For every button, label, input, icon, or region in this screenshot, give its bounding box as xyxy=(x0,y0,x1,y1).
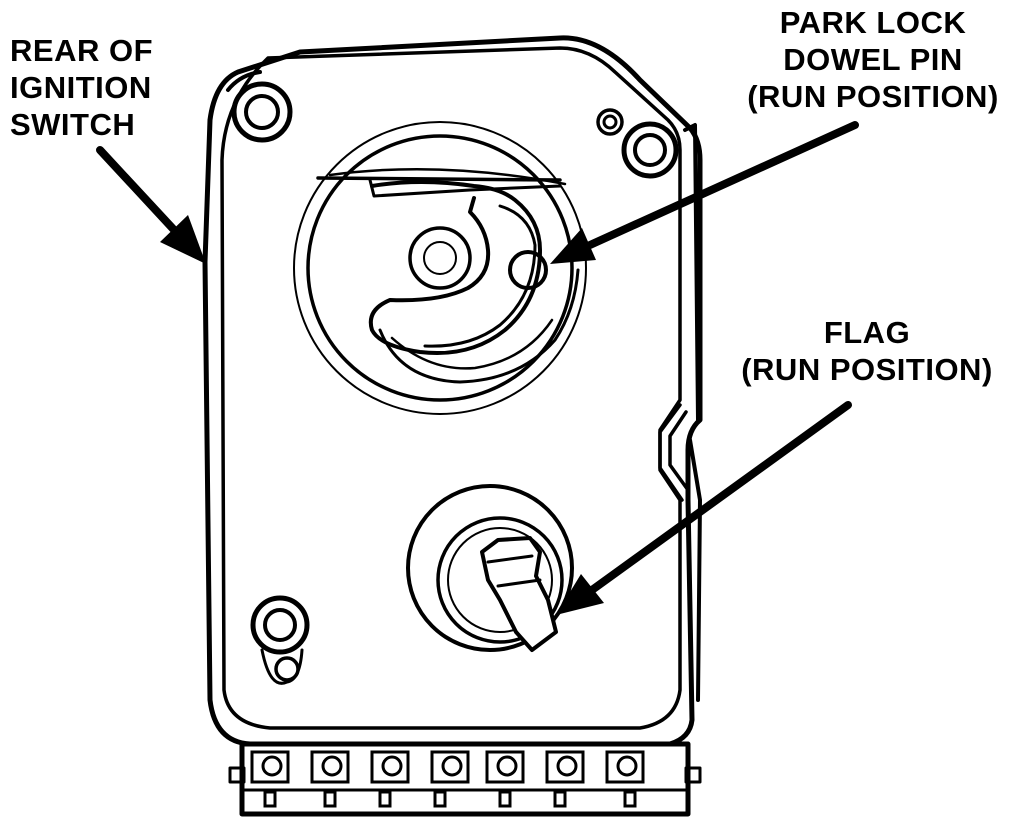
mounting-hole-bottom-left xyxy=(250,595,310,685)
terminal-cavity xyxy=(250,750,290,784)
rotor-recess xyxy=(293,121,587,415)
arrow-flag xyxy=(556,401,852,615)
flag-recess xyxy=(406,484,574,652)
terminal-cavity xyxy=(545,750,585,784)
label-flag: FLAG (RUN POSITION) xyxy=(732,314,1002,388)
arrow-rear-of-switch xyxy=(96,146,206,264)
terminal-socket xyxy=(321,755,343,777)
terminal-pin xyxy=(323,790,337,808)
terminal-socket xyxy=(261,755,283,777)
terminal-cavity xyxy=(485,750,525,784)
cam-track xyxy=(378,268,580,384)
connector-terminals xyxy=(250,750,645,808)
terminal-socket xyxy=(616,755,638,777)
housing-side-notch xyxy=(658,403,690,502)
terminal-cavity xyxy=(370,750,410,784)
cam-slot xyxy=(423,204,537,348)
wiring-connector xyxy=(228,741,702,817)
terminal-socket xyxy=(496,755,518,777)
housing-rear-ridge xyxy=(226,70,262,92)
label-park-lock-dowel-pin: PARK LOCK DOWEL PIN (RUN POSITION) xyxy=(738,4,1008,115)
label-line: (RUN POSITION) xyxy=(741,352,993,387)
mounting-hole-top-left xyxy=(231,81,293,143)
terminal-pin xyxy=(553,790,567,808)
terminal-cavity xyxy=(605,750,645,784)
label-line: IGNITION xyxy=(10,70,152,105)
rotor-hub xyxy=(408,226,472,290)
park-lock-dowel-pin xyxy=(508,250,548,290)
label-line: (RUN POSITION) xyxy=(747,79,999,114)
switch-face-plate xyxy=(220,46,682,730)
terminal-socket xyxy=(556,755,578,777)
arrow-park-lock-pin xyxy=(550,121,859,264)
mounting-hole-top-right xyxy=(596,108,679,179)
terminal-socket xyxy=(381,755,403,777)
cam-inner-arc xyxy=(390,318,554,370)
label-line: REAR OF xyxy=(10,33,153,68)
ignition-flag xyxy=(480,536,558,652)
cam-plate xyxy=(368,180,542,356)
terminal-pin xyxy=(623,790,637,808)
label-rear-of-ignition-switch: REAR OF IGNITION SWITCH xyxy=(10,32,153,143)
label-line: DOWEL PIN xyxy=(783,42,963,77)
housing-right-edge xyxy=(683,123,702,702)
terminal-pin xyxy=(433,790,447,808)
flag-fold-line xyxy=(486,554,542,588)
terminal-pin xyxy=(263,790,277,808)
terminal-cavity xyxy=(430,750,470,784)
terminal-socket xyxy=(441,755,463,777)
label-line: SWITCH xyxy=(10,107,136,142)
label-line: PARK LOCK xyxy=(779,5,967,40)
label-line: FLAG xyxy=(823,315,911,350)
terminal-pin xyxy=(498,790,512,808)
switch-housing-outline xyxy=(202,35,703,747)
terminal-cavity xyxy=(310,750,350,784)
terminal-pin xyxy=(378,790,392,808)
